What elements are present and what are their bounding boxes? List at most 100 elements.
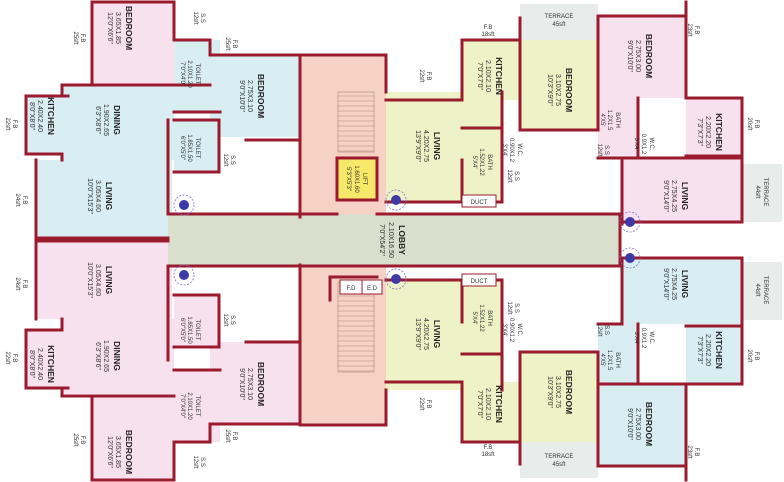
room-fill <box>520 40 598 130</box>
room-fills <box>26 2 782 480</box>
room-dims: 2.40X2.40 <box>36 348 43 380</box>
room-name: LIVING <box>432 132 442 161</box>
room-name: LIVING <box>680 182 690 211</box>
room-imperial: 7'3"X7'3" <box>696 118 703 146</box>
room-dims: 1.2X1.5 <box>606 350 612 371</box>
entry-marker <box>625 253 635 263</box>
room-name: LIVING <box>104 266 114 295</box>
area-tag-size: 22sft <box>4 351 10 364</box>
room-dims: 2.10X1.20 <box>186 392 192 420</box>
room-dims: 2.75X3.00 <box>634 40 641 72</box>
room-name: BEDROOM <box>644 402 654 446</box>
room-imperial: 7'3"X7'3" <box>696 336 703 364</box>
room-dims: 2.10X2.10 <box>484 60 491 92</box>
room-dims: 1.2X1.5 <box>606 110 612 131</box>
room-dims: 3.05X4.60 <box>94 180 101 212</box>
room-name: KITCHEN <box>714 331 724 369</box>
room-name: BEDROOM <box>124 6 134 50</box>
room-name: DINING <box>112 105 122 135</box>
room-fill <box>26 330 68 388</box>
area-tag-label: F.B <box>11 354 17 363</box>
electric-duct-box <box>361 279 383 295</box>
room-fill <box>598 384 686 466</box>
room-imperial: 12'0"X6'6" <box>106 12 113 44</box>
room-fill <box>36 160 172 238</box>
area-tag-label: F.B <box>425 72 431 81</box>
door-swing <box>385 268 407 290</box>
door-swing <box>385 189 407 211</box>
area-tag-size: 25sft <box>224 37 230 50</box>
room-dims: 2.10X1.20 <box>186 60 192 88</box>
room-imperial: 7'0"X7'0" <box>476 62 483 90</box>
room-dims: 0.90X1.2 <box>508 318 514 343</box>
wall-line <box>596 256 744 482</box>
room-dims: 3.10X2.75 <box>554 376 561 408</box>
area-tag-label: F.B <box>231 40 237 49</box>
room-fill <box>92 2 174 85</box>
wall-line <box>596 0 744 226</box>
terrace-fill <box>742 164 782 222</box>
room-fill <box>62 319 174 394</box>
lift-label: LIFT 1.60X1.60 5'3"X5'3" <box>345 165 367 193</box>
room-dims: 2.40X2.40 <box>36 100 43 132</box>
area-tag-size: 12sft <box>596 323 602 336</box>
lift-imperial: 5'3"X5'3" <box>345 167 351 191</box>
room-imperial: 9'0"X10'0" <box>238 368 245 400</box>
room-name: KITCHEN <box>494 57 504 95</box>
area-tag-label: F.B <box>425 400 431 409</box>
door-swing <box>173 194 195 216</box>
room-imperial: 3'X4' <box>501 324 507 337</box>
room-dims: 2.10X2.10 <box>484 388 491 420</box>
room-dims: 3.05X4.60 <box>94 264 101 296</box>
area-tag-size: 12sft <box>192 11 198 24</box>
duct-box <box>461 194 497 208</box>
room-dims: 0.9X1.2 <box>640 328 646 349</box>
area-tag-size: 22sft <box>418 397 424 410</box>
area-tag-size: 22sft <box>418 69 424 82</box>
area-tag-label: F.B <box>21 196 27 205</box>
room-dims: 1.90X2.65 <box>102 340 109 372</box>
room-dims: 1.90X2.65 <box>102 104 109 136</box>
room-fill <box>598 98 638 158</box>
area-tag-size: 18sft <box>481 452 494 458</box>
wall-line <box>298 53 388 427</box>
area-tag-size: 12sft <box>506 301 512 314</box>
room-imperial: 8'0"X8'0" <box>28 102 35 130</box>
area-tag-label: S.S <box>229 155 235 165</box>
room-imperial: 12'0"X6'6" <box>106 436 113 468</box>
area-tag-size: 18sft <box>481 32 494 38</box>
room-name: BATH <box>486 310 492 326</box>
room-fill <box>520 352 598 442</box>
room-name: KITCHEN <box>714 113 724 151</box>
room-name: BATH <box>614 352 620 368</box>
entry-markers <box>179 195 635 284</box>
room-label: W.C.0.9X1.23'X4' <box>633 134 654 155</box>
door-swing <box>173 264 195 286</box>
entry-marker <box>179 270 189 280</box>
room-fill <box>622 158 742 224</box>
room-imperial: 3'X4' <box>501 144 507 157</box>
room-imperial: 9'0"X14'0" <box>662 268 669 300</box>
room-dims: 1.85X1.50 <box>186 134 192 162</box>
